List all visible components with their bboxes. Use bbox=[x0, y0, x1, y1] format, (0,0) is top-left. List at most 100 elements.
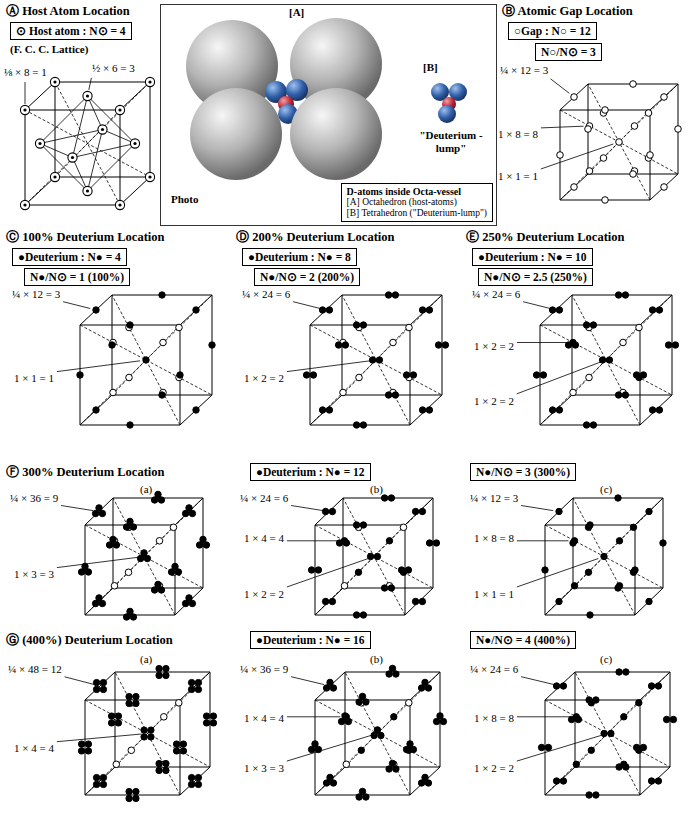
count-label: ¼ × 24 = 6 bbox=[472, 288, 520, 301]
body-diagonal bbox=[343, 498, 405, 615]
deuterium-dot bbox=[388, 585, 394, 591]
leader-line bbox=[523, 302, 550, 309]
host-atom-core bbox=[86, 189, 89, 192]
deuterium-dot bbox=[632, 567, 638, 573]
gap-circle bbox=[341, 583, 348, 590]
deuterium-dot bbox=[353, 612, 359, 618]
body-diagonal bbox=[315, 672, 440, 795]
deuterium-dot bbox=[93, 307, 99, 313]
cube-edge bbox=[115, 672, 210, 673]
deuterium-dot bbox=[374, 553, 380, 559]
deuterium-dot bbox=[435, 342, 441, 348]
deuterium-dot bbox=[355, 569, 361, 575]
cube-edge bbox=[410, 295, 442, 325]
cube-edge bbox=[180, 395, 212, 425]
deuterium-dot bbox=[422, 679, 428, 685]
cube-edge bbox=[55, 177, 150, 178]
box-text: ⊙ Host atom : N⊙ = 4 bbox=[16, 25, 126, 37]
deuterium-dot bbox=[583, 322, 589, 328]
leader-lines bbox=[25, 78, 613, 761]
count-label: 1 × 2 = 2 bbox=[244, 588, 284, 601]
photo-tag: [A] bbox=[289, 6, 304, 19]
body-diagonal bbox=[25, 82, 150, 205]
count-label: ¼ × 24 = 6 bbox=[470, 663, 518, 676]
photo-spheres bbox=[186, 18, 467, 180]
deuterium-dot bbox=[575, 716, 581, 722]
deuterium-dot bbox=[573, 761, 579, 767]
count-label: 1 × 8 = 8 bbox=[498, 128, 538, 141]
deuterium-dot bbox=[360, 522, 366, 528]
deuterium-dot bbox=[616, 538, 622, 544]
cube-edge bbox=[150, 82, 151, 177]
deuterium-dot bbox=[177, 372, 183, 378]
deuterium-dot bbox=[583, 422, 589, 428]
body-diagonal bbox=[342, 295, 410, 425]
deuterium-dot bbox=[587, 522, 593, 528]
deuterium-dot bbox=[621, 714, 627, 720]
gap-circle bbox=[571, 184, 578, 191]
count-label: ½ × 6 = 3 bbox=[92, 62, 135, 75]
gap-circle bbox=[602, 107, 609, 114]
cube-edge bbox=[25, 82, 55, 110]
octahedron-edge bbox=[73, 96, 88, 158]
gap-circle bbox=[406, 324, 413, 331]
host-atom bbox=[83, 186, 92, 195]
deuterium-dot bbox=[615, 292, 621, 298]
deuterium-dot bbox=[392, 392, 398, 398]
host-atom-core bbox=[118, 108, 121, 111]
count-label: 1 × 8 = 8 bbox=[474, 532, 514, 545]
count-label: 1 × 1 = 1 bbox=[474, 588, 514, 601]
deuterium-dot bbox=[180, 748, 186, 754]
host-atom-core bbox=[38, 142, 41, 145]
box-text: N●/N⊙ = 2.5 (250%) bbox=[484, 271, 587, 283]
cube-edge bbox=[180, 672, 210, 700]
box-text: N●/N⊙ = 1 (100%) bbox=[30, 271, 124, 283]
lattice-cube bbox=[20, 77, 154, 209]
host-atom-core bbox=[86, 94, 89, 97]
gap-circle bbox=[113, 761, 120, 768]
body-diagonal bbox=[560, 84, 678, 200]
deuterium-dot bbox=[376, 357, 382, 363]
deuterium-dot bbox=[585, 569, 591, 575]
deuterium-dot bbox=[93, 407, 99, 413]
deuterium-dot bbox=[442, 342, 448, 348]
deuterium-dot bbox=[410, 372, 416, 378]
count-box: ⊙ Host atom : N⊙ = 4 bbox=[10, 22, 132, 40]
octahedron-edge bbox=[103, 130, 136, 144]
leader-line bbox=[293, 302, 320, 309]
count-label: ¼ × 12 = 3 bbox=[470, 492, 518, 505]
deuterium-dot bbox=[587, 612, 593, 618]
octahedron-edge bbox=[88, 96, 136, 144]
deuterium-dot bbox=[616, 669, 622, 675]
deuterium-dot bbox=[419, 307, 425, 313]
cube-edge bbox=[640, 672, 670, 700]
deuterium-dot bbox=[195, 686, 201, 692]
count-box: ●Deuterium : N● = 4 bbox=[12, 248, 127, 266]
leader-line bbox=[89, 78, 92, 90]
deuterium-dot bbox=[93, 774, 99, 780]
deuterium-dot bbox=[545, 744, 551, 750]
deuterium-dot bbox=[329, 598, 335, 604]
host-atom bbox=[145, 77, 154, 86]
deuterium-dot bbox=[422, 774, 428, 780]
photo-label: Photo bbox=[171, 193, 199, 206]
deuterium-dot bbox=[100, 781, 106, 787]
deuterium-dot bbox=[369, 357, 375, 363]
count-label: ¼ × 36 = 9 bbox=[240, 663, 288, 676]
count-label: 1 × 3 = 3 bbox=[14, 568, 54, 581]
deuterium-dot bbox=[615, 585, 621, 591]
gap-circle bbox=[161, 714, 168, 721]
host-atom-core bbox=[148, 80, 151, 83]
deuterium-dot bbox=[540, 372, 546, 378]
deuterium-dot bbox=[327, 774, 333, 780]
gap-circle bbox=[160, 339, 167, 346]
deuterium-dot bbox=[141, 734, 147, 740]
body-diagonal bbox=[112, 295, 180, 425]
deuterium-dot bbox=[553, 683, 559, 689]
deuterium-dot bbox=[656, 307, 662, 313]
lattice-cube bbox=[557, 81, 682, 204]
gap-circle bbox=[176, 324, 183, 331]
box-text: ●Deuterium : N● = 12 bbox=[256, 466, 365, 478]
deuterium-dot bbox=[623, 764, 629, 770]
